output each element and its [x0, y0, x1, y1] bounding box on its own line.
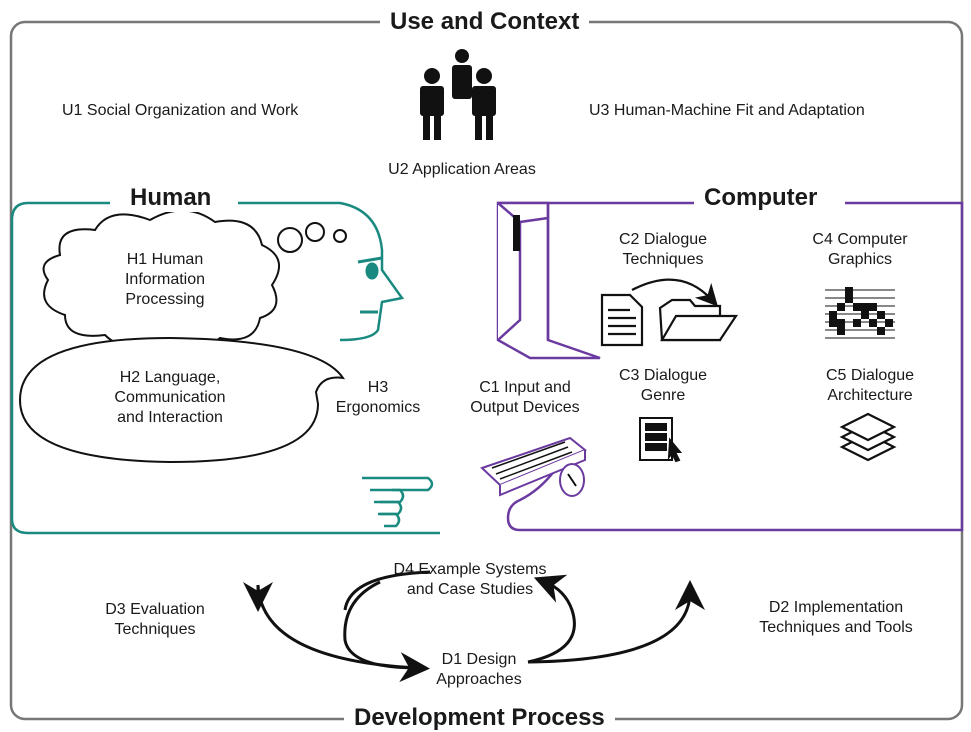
c3-label: C3 Dialogue Genre: [618, 367, 708, 404]
human-region-border-right: [238, 201, 405, 342]
use-and-context-title: Use and Context: [380, 8, 590, 36]
form-cursor-icon: [639, 417, 683, 463]
d2-label: D2 Implementation Techniques and Tools: [759, 599, 913, 636]
computer-region-border-right: [506, 201, 964, 532]
thought-cloud: [42, 209, 281, 351]
pointing-hand-icon: [362, 476, 434, 528]
u2-label: U2 Application Areas: [388, 161, 536, 178]
c5-label: C5 Dialogue Architecture: [825, 367, 915, 404]
u3-label: U3 Human-Machine Fit and Adaptation: [589, 102, 865, 119]
keyboard-mouse-icon: [480, 436, 587, 497]
h2-label: H2 Language, Communication and Interacti…: [114, 369, 226, 426]
c4-label: C4 Computer Graphics: [812, 231, 908, 268]
document-to-folder-icon: [600, 278, 739, 347]
c2-label: C2 Dialogue Techniques: [618, 231, 708, 268]
d4-label: D4 Example Systems and Case Studies: [393, 561, 547, 598]
u1-label: U1 Social Organization and Work: [62, 102, 299, 119]
c1-label: C1 Input and Output Devices: [470, 379, 580, 416]
computer-title: Computer: [694, 184, 828, 212]
human-title: Human: [120, 184, 222, 212]
head-profile-icon: [357, 256, 383, 314]
human-region-border: [10, 201, 440, 535]
development-process-title: Development Process: [344, 704, 615, 732]
development-arrows: [243, 570, 705, 683]
d1-label: D1 Design Approaches: [436, 651, 522, 688]
thought-bubble-icon: [277, 222, 347, 253]
d3-label: D3 Evaluation Techniques: [105, 601, 205, 638]
h1-label: H1 Human Information Processing: [124, 251, 206, 308]
layers-icon: [839, 412, 897, 462]
h3-label: H3 Ergonomics: [335, 379, 421, 416]
speech-bubble: [18, 336, 346, 464]
people-group-icon: [420, 49, 496, 140]
pixel-graphics-icon: [825, 287, 895, 339]
monitor-icon: [496, 201, 601, 360]
